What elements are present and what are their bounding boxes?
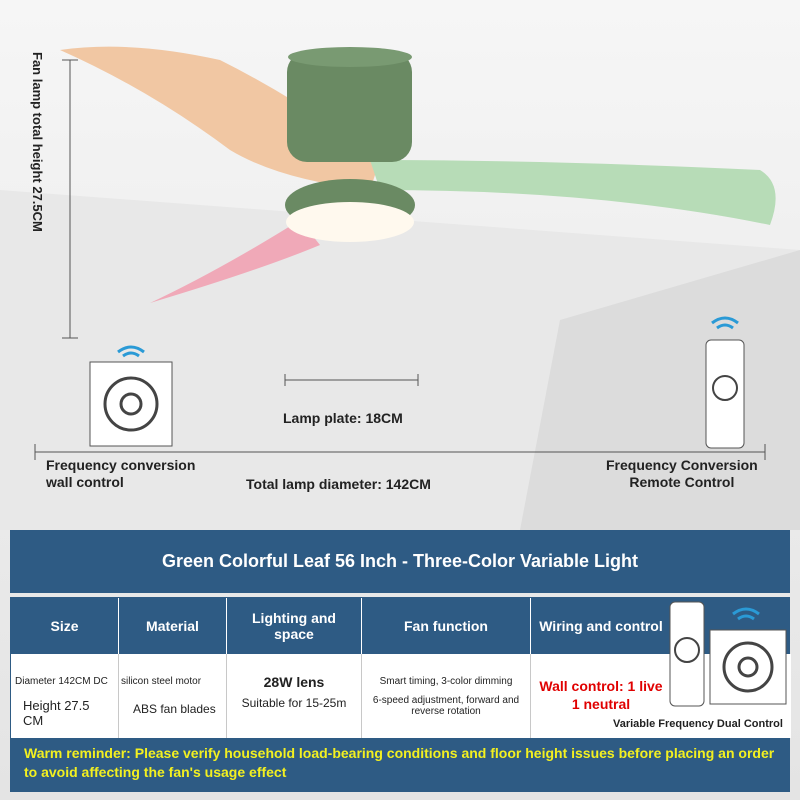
lighting-power: 28W lens xyxy=(263,674,325,690)
header-fan-function: Fan function xyxy=(362,598,531,654)
fan-timing: Smart timing, 3-color dimming xyxy=(379,676,513,687)
height-label: Fan lamp total height 27.5CM xyxy=(30,52,45,232)
fan-blade-pink xyxy=(150,220,320,303)
lighting-space: Suitable for 15-25m xyxy=(241,696,347,710)
material-blades: ABS fan blades xyxy=(133,702,216,716)
remote-control-icon xyxy=(705,316,745,449)
wall-control-icon xyxy=(89,345,173,447)
lamp-plate xyxy=(286,202,414,242)
header-lighting: Lighting and space xyxy=(227,598,362,654)
remote-control-label: Frequency Conversion Remote Control xyxy=(606,457,758,490)
fan-speed: 6-speed adjustment, forward and reverse … xyxy=(372,695,520,717)
fan-blade-green xyxy=(370,160,776,225)
header-material: Material xyxy=(119,598,227,654)
lamp-plate-label: Lamp plate: 18CM xyxy=(283,410,403,426)
wiring-live: Wall control: 1 live xyxy=(539,678,663,694)
product-title: Green Colorful Leaf 56 Inch - Three-Colo… xyxy=(10,530,790,593)
header-size: Size xyxy=(11,598,119,654)
spec-table: Size Material Lighting and space Fan fun… xyxy=(10,597,791,738)
fan-scene xyxy=(0,46,800,530)
size-height: Height 27.5 CM xyxy=(23,698,90,728)
fan-motor-housing xyxy=(287,52,412,162)
warm-reminder: Warm reminder: Please verify household l… xyxy=(10,738,790,792)
wiring-neutral: 1 neutral xyxy=(571,696,631,712)
size-diameter: Diameter 142CM DC xyxy=(15,676,108,687)
dual-control-icons xyxy=(669,601,787,707)
total-diameter-label: Total lamp diameter: 142CM xyxy=(246,476,431,492)
dual-control-label: Variable Frequency Dual Control xyxy=(613,718,783,730)
wall-control-label: Frequency conversion wall control xyxy=(46,457,196,490)
material-motor: silicon steel motor xyxy=(121,676,202,687)
header-wiring: Wiring and control xyxy=(539,618,663,634)
